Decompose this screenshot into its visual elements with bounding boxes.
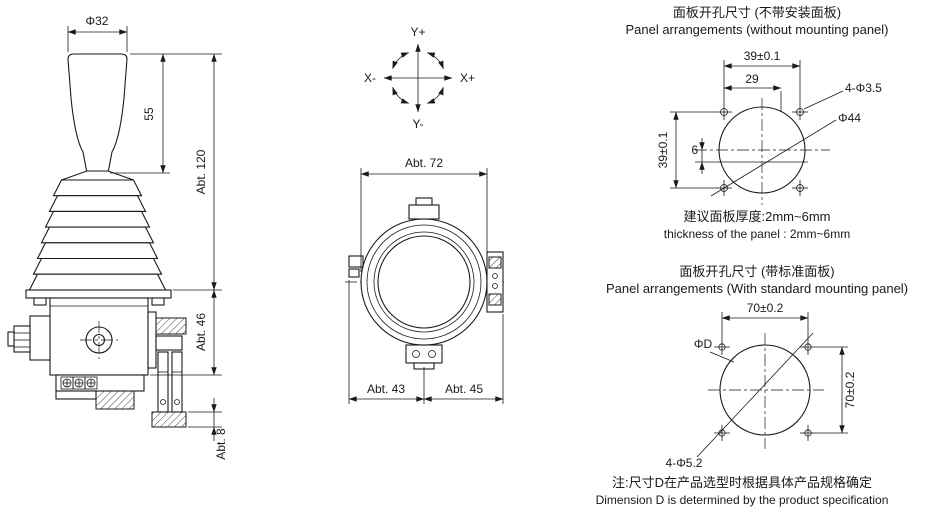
note-en: Dimension D is determined by the product… [596, 493, 889, 507]
dim-label-39-left: 39±0.1 [656, 131, 670, 168]
side-view: Φ32 55 Abt. 120 Abt. 46 Abt. 8 [7, 14, 228, 460]
boot-collar [61, 170, 134, 181]
mounting-flange [25, 289, 172, 299]
panel-thickness-en: thickness of the panel : 2mm~6mm [664, 227, 850, 241]
dim-label-70-right: 70±0.2 [843, 371, 857, 408]
handle-outline [67, 53, 128, 174]
panel-without-title-en: Panel arrangements (without mounting pan… [625, 22, 888, 37]
dim-label-total-height: Abt. 120 [194, 149, 208, 194]
panel-with-title-cn: 面板开孔尺寸 (带标准面板) [679, 264, 834, 279]
terminal-base-plate [151, 411, 187, 428]
right-bracket [147, 311, 187, 428]
dim-label-4-phi3_5: 4-Φ3.5 [845, 81, 882, 95]
panel-with-title-en: Panel arrangements (With standard mounti… [606, 281, 908, 296]
dim-label-phi44: Φ44 [838, 111, 861, 125]
top-view: Abt. 72 Abt. 43 Abt. 45 [345, 156, 505, 404]
mounting-holes-5_2 [714, 339, 816, 441]
axis-label-y-minus: Y- [413, 117, 424, 131]
panel-without-section: 面板开孔尺寸 (不带安装面板) Panel arrangements (with… [625, 5, 888, 241]
panel-thickness-cn: 建议面板厚度:2mm~6mm [684, 209, 831, 224]
dim-label-left: Abt. 43 [367, 382, 405, 396]
note-block: 注:尺寸D在产品选型时根据具体产品规格确定 Dimension D is det… [596, 475, 889, 507]
dim-label-phiD: ΦD [694, 337, 713, 351]
side-connector-block [486, 251, 504, 313]
direction-indicator: Y+ Y- X- X+ [364, 25, 475, 131]
note-cn: 注:尺寸D在产品选型时根据具体产品规格确定 [612, 475, 872, 490]
axis-label-y-plus: Y+ [410, 25, 425, 39]
dim-label-right: Abt. 45 [445, 382, 483, 396]
top-view-dimensions: Abt. 72 Abt. 43 Abt. 45 [348, 156, 504, 404]
dim-label-39-top: 39±0.1 [744, 49, 781, 63]
dim-label-handle-height: 55 [142, 107, 156, 121]
dim-label-6: 6 [691, 143, 698, 157]
axis-label-x-plus: X+ [460, 71, 475, 85]
side-view-dimensions: Φ32 55 Abt. 120 Abt. 46 Abt. 8 [67, 14, 228, 460]
dim-label-70-top: 70±0.2 [747, 301, 784, 315]
panel-with-section: 面板开孔尺寸 (带标准面板) Panel arrangements (With … [606, 264, 908, 470]
dim-label-4-phi5_2: 4-Φ5.2 [666, 456, 703, 470]
rubber-boot [28, 179, 167, 291]
panel-without-drawing: 39±0.1 29 39±0.1 6 Φ44 4-Φ3.5 [656, 49, 882, 205]
axis-label-x-minus: X- [364, 71, 376, 85]
dim-label-bottom-height: Abt. 8 [214, 428, 228, 460]
mounting-holes-3_5 [716, 104, 808, 196]
panel-without-title-cn: 面板开孔尺寸 (不带安装面板) [673, 5, 841, 20]
panel-with-drawing: 70±0.2 70±0.2 ΦD 4-Φ5.2 [666, 301, 857, 470]
dim-label-body-height: Abt. 46 [194, 313, 208, 351]
bottom-switches [55, 374, 145, 410]
dim-label-29: 29 [745, 72, 759, 86]
dim-label-width: Abt. 72 [405, 156, 443, 170]
dim-label-handle-diameter: Φ32 [86, 14, 109, 28]
left-connector [7, 315, 51, 361]
